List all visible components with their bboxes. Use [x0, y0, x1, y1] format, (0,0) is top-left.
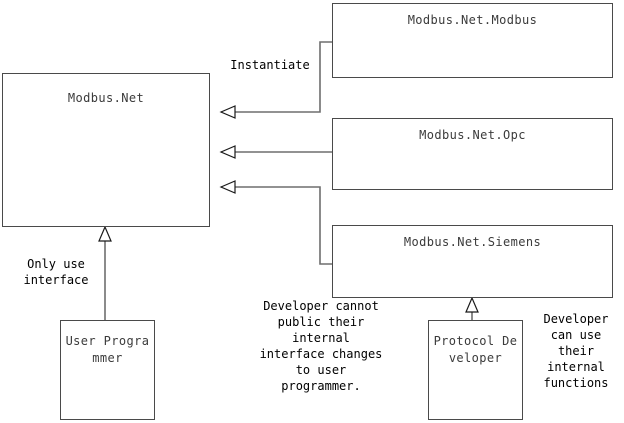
- note-developer-cannot-public: Developer cannot public their internal i…: [259, 299, 383, 393]
- box-modbus-net-label: Modbus.Net: [67, 91, 145, 105]
- box-modbus-net-modbus-label: Modbus.Net.Modbus: [407, 13, 538, 27]
- connector-protocol-developer-uses-siemens: [465, 296, 479, 320]
- note-only-use-interface: Only use interface: [23, 257, 89, 287]
- note-instantiate: Instantiate: [230, 58, 310, 72]
- connector-siemens-realizes-core: [219, 180, 332, 265]
- connector-modbus-realizes-core: [219, 41, 332, 119]
- box-modbus-net-opc[interactable]: Modbus.Net.Opc: [332, 118, 613, 190]
- note-developer-can-use: Developer can use their internal functio…: [543, 312, 609, 390]
- box-protocol-developer[interactable]: Protocol Developer: [428, 320, 523, 420]
- box-modbus-net-siemens-label: Modbus.Net.Siemens: [403, 235, 542, 249]
- box-user-programmer[interactable]: User Programmer: [60, 320, 155, 420]
- box-user-programmer-label: User Programmer: [65, 334, 150, 365]
- box-protocol-developer-label: Protocol Developer: [433, 334, 518, 365]
- box-modbus-net-opc-label: Modbus.Net.Opc: [419, 128, 526, 142]
- box-modbus-net-siemens[interactable]: Modbus.Net.Siemens: [332, 225, 613, 298]
- connector-opc-realizes-core: [219, 145, 332, 159]
- box-modbus-net-modbus[interactable]: Modbus.Net.Modbus: [332, 3, 613, 78]
- box-modbus-net[interactable]: Modbus.Net: [2, 73, 210, 227]
